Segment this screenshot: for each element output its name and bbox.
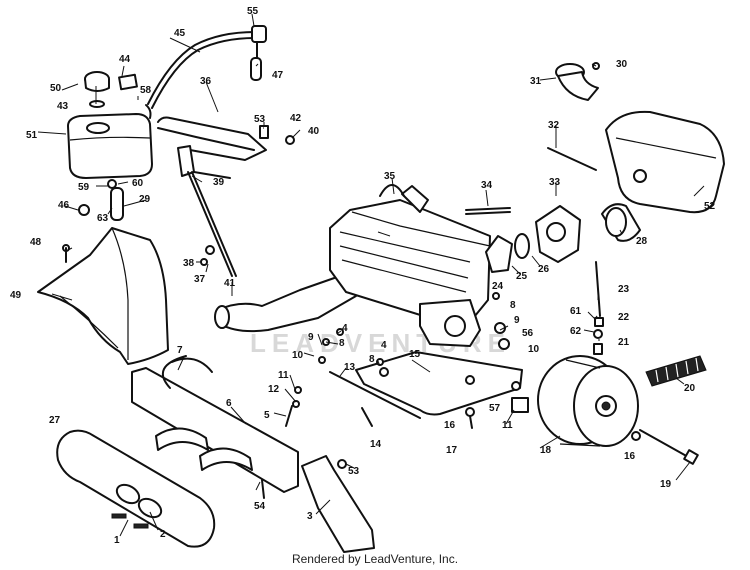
callout-20: 20: [684, 383, 696, 394]
callout-18: 18: [540, 445, 552, 456]
muffler: [56, 429, 216, 548]
rod-13: [329, 371, 421, 419]
callout-46: 46: [58, 200, 70, 211]
callout-57: 57: [489, 403, 501, 414]
callout-21: 21: [618, 337, 630, 348]
engine-plate: [355, 351, 523, 416]
callout-56: 56: [522, 328, 534, 339]
callout-23: 23: [618, 284, 630, 295]
footer-credit: Rendered by LeadVenture, Inc.: [291, 552, 459, 566]
callout-59: 59: [78, 182, 90, 193]
callout-52: 52: [704, 201, 716, 212]
callout-24: 24: [492, 281, 504, 292]
callout-10a: 10: [292, 350, 304, 361]
leader-lines: [37, 13, 705, 537]
callout-41: 41: [224, 278, 236, 289]
callout-27: 27: [49, 415, 61, 426]
callout-48: 48: [30, 237, 42, 248]
callout-17: 17: [446, 445, 458, 456]
callout-61: 61: [570, 306, 582, 317]
callout-60: 60: [132, 178, 144, 189]
callout-25: 25: [516, 271, 528, 282]
callout-29: 29: [139, 194, 151, 205]
callout-63: 63: [97, 213, 109, 224]
exhaust-manifold: [214, 275, 357, 333]
pulley-bolt: [631, 429, 699, 465]
auger-housing: [37, 227, 169, 365]
callout-5: 5: [264, 410, 270, 421]
callout-36: 36: [200, 76, 212, 87]
callout-45: 45: [174, 28, 186, 39]
fuel-tank-group: [67, 71, 153, 221]
callout-34: 34: [481, 180, 493, 191]
callout-58: 58: [140, 85, 152, 96]
callout-4b: 4: [381, 340, 387, 351]
callout-28: 28: [636, 236, 648, 247]
callout-37: 37: [194, 274, 206, 285]
callout-22: 22: [618, 312, 630, 323]
callout-6: 6: [226, 398, 232, 409]
callouts: 1 2 3 4 4 5 6 7 8 8 8 9 9 10 10 11 11 12…: [10, 6, 716, 546]
callout-10b: 10: [528, 344, 540, 355]
pulley: [537, 355, 639, 447]
callout-32: 32: [548, 120, 560, 131]
callout-54: 54: [254, 501, 266, 512]
callout-51: 51: [26, 130, 38, 141]
callout-8a: 8: [339, 338, 345, 349]
callout-11a: 11: [278, 370, 289, 381]
callout-1: 1: [114, 535, 120, 546]
callout-26: 26: [538, 264, 550, 275]
callout-31: 31: [530, 76, 542, 87]
callout-53a: 53: [254, 114, 266, 125]
mount-57: [511, 397, 529, 413]
callout-39: 39: [213, 177, 225, 188]
callout-4a: 4: [342, 323, 348, 334]
callout-50: 50: [50, 83, 62, 94]
callout-9b: 9: [514, 315, 520, 326]
callout-53b: 53: [348, 466, 360, 477]
air-box: [605, 110, 725, 214]
auger-frame: [131, 355, 299, 493]
chute: [301, 455, 375, 553]
callout-40: 40: [308, 126, 320, 137]
callout-7: 7: [177, 345, 183, 356]
stud-32: [547, 147, 597, 171]
callout-44: 44: [119, 54, 131, 65]
callout-49: 49: [10, 290, 22, 301]
callout-43: 43: [57, 101, 69, 112]
callout-15: 15: [409, 349, 421, 360]
callout-47: 47: [272, 70, 284, 81]
callout-8c: 8: [510, 300, 516, 311]
callout-35: 35: [384, 171, 396, 182]
callout-62: 62: [570, 326, 582, 337]
callout-30: 30: [616, 59, 628, 70]
callout-16a: 16: [444, 420, 456, 431]
engine: [329, 184, 491, 347]
callout-3: 3: [307, 511, 313, 522]
callout-38: 38: [183, 258, 195, 269]
bracket-group: [157, 116, 295, 277]
callout-33: 33: [549, 177, 561, 188]
callout-11b: 11: [502, 420, 513, 431]
cable-23: [593, 261, 604, 355]
rod-34: [465, 207, 511, 211]
callout-12: 12: [268, 384, 280, 395]
fuel-line-group: [147, 25, 267, 109]
drive-belt: [645, 355, 707, 387]
callout-16b: 16: [624, 451, 636, 462]
callout-13: 13: [344, 362, 356, 373]
callout-2: 2: [160, 529, 166, 540]
callout-55: 55: [247, 6, 259, 17]
carburetor-group: [485, 203, 641, 273]
callout-8b: 8: [369, 354, 375, 365]
air-intake-elbow: [555, 62, 600, 101]
callout-42: 42: [290, 113, 302, 124]
callout-9a: 9: [308, 332, 314, 343]
callout-19: 19: [660, 479, 672, 490]
callout-14: 14: [370, 439, 382, 450]
